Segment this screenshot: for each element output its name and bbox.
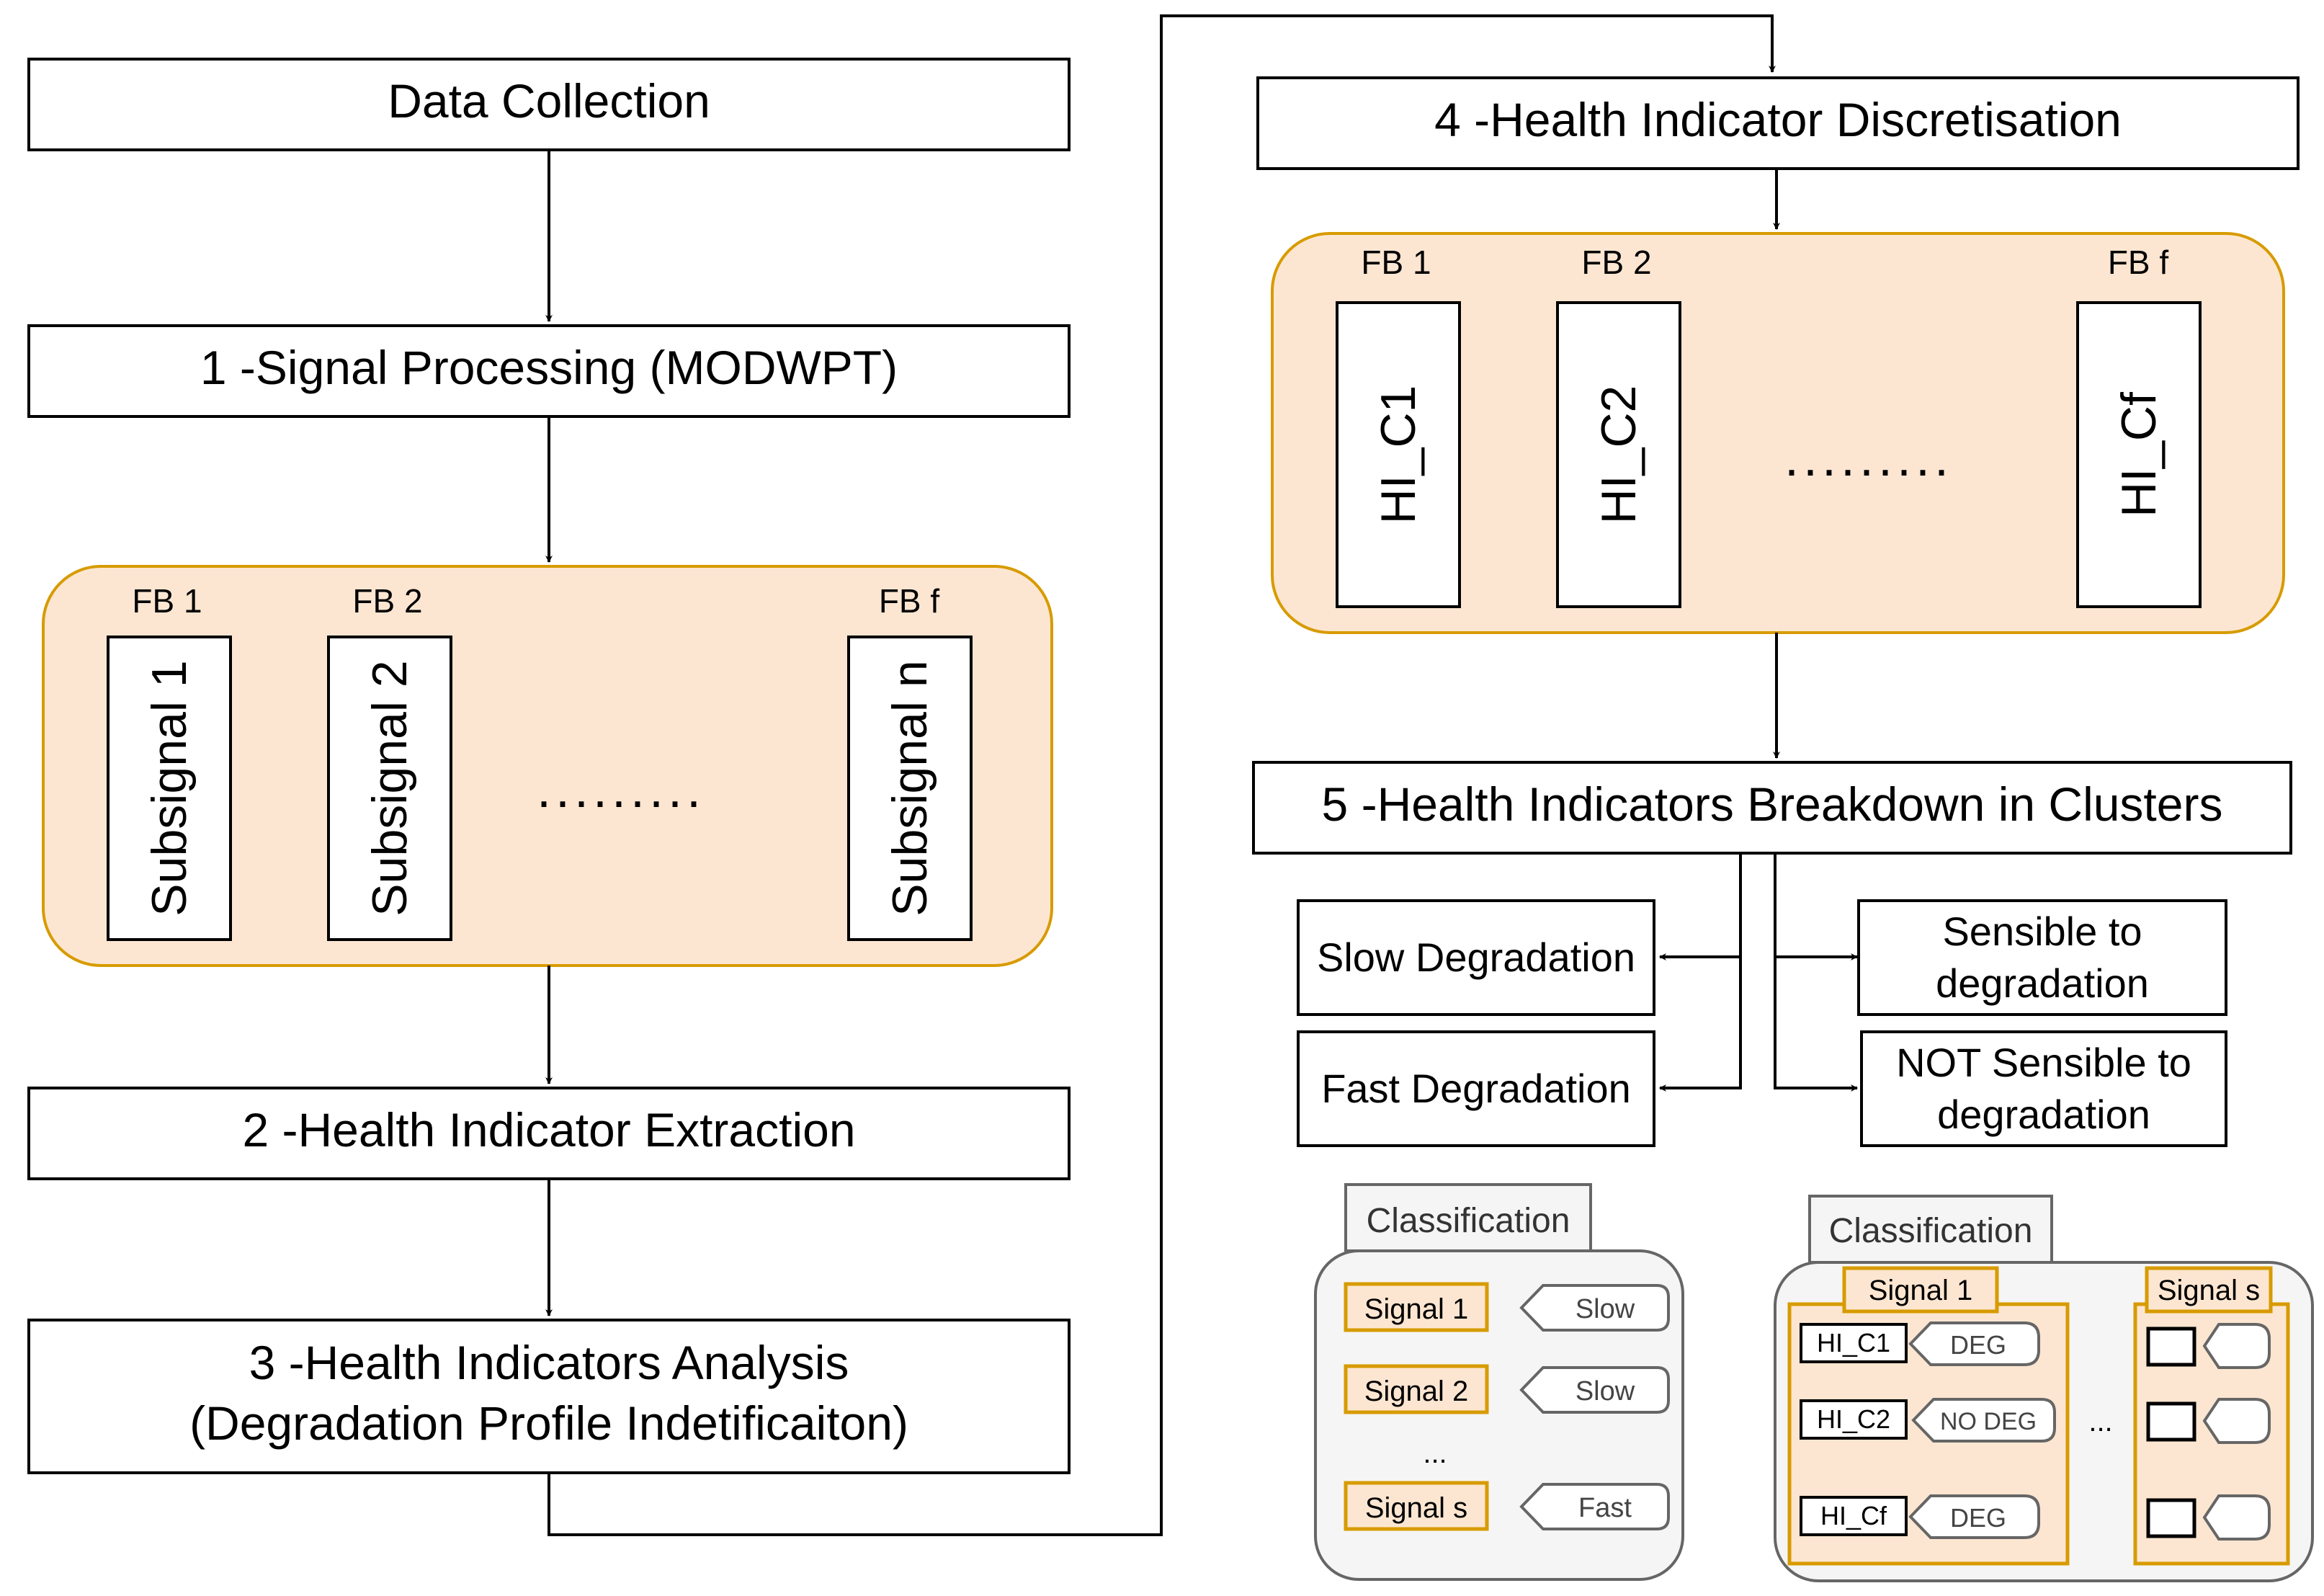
step-hi-analysis: 3 -Health Indicators Analysis (Degradati… — [27, 1319, 1071, 1474]
arrow-to-not-sensible — [1774, 853, 1858, 1092]
classification-signals-tab-label: Classification — [1367, 1202, 1570, 1240]
signal-1-tag-label: Slow — [1576, 1294, 1635, 1324]
hi-cf-chip-label: HI_Cf — [1820, 1501, 1887, 1530]
hi-s-empty-chip-2 — [2146, 1401, 2196, 1442]
step-hi-extraction: 2 -Health Indicator Extraction — [27, 1087, 1071, 1180]
cluster-slow-degradation: Slow Degradation — [1297, 899, 1655, 1016]
cluster-sensible: Sensible to degradation — [1857, 899, 2227, 1016]
signal-s-chip — [1344, 1481, 1489, 1531]
signals-ellipsis: ... — [1423, 1437, 1447, 1469]
hi-breakdown-label: 5 -Health Indicators Breakdown in Cluste… — [1322, 777, 2223, 831]
signal-1-tag — [1519, 1284, 1670, 1332]
subsignal-2-label: Subsignal 2 — [362, 660, 417, 916]
classification-hi-tab-label: Classification — [1829, 1212, 2033, 1250]
classification-hi-tab — [1808, 1195, 2053, 1264]
subsignal-2-box — [327, 636, 452, 941]
classification-hi-panel: Classification Signal 1 HI_C1 DEG HI_C2 … — [1774, 1195, 2314, 1582]
fast-degradation-label: Fast Degradation — [1321, 1066, 1631, 1111]
classification-signals-panel: Classification Signal 1 Slow Signal 2 Sl… — [1314, 1183, 1684, 1581]
subsignal-1-box — [107, 636, 232, 941]
hi-extraction-label: 2 -Health Indicator Extraction — [242, 1103, 855, 1156]
not-sensible-line2: degradation — [1937, 1092, 2150, 1137]
signal-2-tag-label: Slow — [1576, 1376, 1635, 1406]
signal-2-label: Signal 2 — [1364, 1376, 1469, 1407]
data-collection-label: Data Collection — [388, 74, 710, 128]
hi-c2-box — [1556, 301, 1681, 608]
hi-s-empty-chip-3 — [2146, 1498, 2196, 1538]
hi-cf-label: HI_Cf — [2111, 392, 2166, 517]
classification-signals-tab — [1344, 1183, 1592, 1252]
hi-signal-1-title: Signal 1 — [1869, 1275, 1973, 1306]
hi-fb-f-label: FB f — [2108, 244, 2169, 281]
hi-panel-ellipsis: ... — [2088, 1406, 2112, 1437]
hi-s-empty-tag-1 — [2202, 1323, 2271, 1369]
hi-cf-box — [2076, 301, 2202, 608]
signal-1-label: Signal 1 — [1364, 1293, 1469, 1325]
sensible-line1: Sensible to — [1942, 909, 2142, 954]
subsignal-fb-2-label: FB 2 — [352, 582, 422, 620]
hi-s-empty-tag-2 — [2202, 1398, 2271, 1444]
cluster-not-sensible: NOT Sensible to degradation — [1860, 1030, 2227, 1147]
subsignal-n-label: Subsignal n — [882, 660, 937, 916]
arrow-to-fast-degradation — [1659, 853, 1742, 1092]
slow-degradation-label: Slow Degradation — [1317, 935, 1635, 980]
signal-s-tag-label: Fast — [1578, 1493, 1632, 1523]
signal-2-tag — [1519, 1366, 1670, 1414]
signal-s-tag — [1519, 1483, 1670, 1530]
hi-fb-1-label: FB 1 — [1361, 244, 1431, 281]
hi-c1-chip-label: HI_C1 — [1817, 1328, 1890, 1358]
hi-c2-tag-label: NO DEG — [1940, 1408, 2037, 1435]
signal-s-label: Signal s — [1365, 1492, 1467, 1524]
step-hi-breakdown: 5 -Health Indicators Breakdown in Cluste… — [1252, 761, 2292, 855]
arrow-analysis-to-discretisation — [548, 14, 1776, 1536]
sensible-line2: degradation — [1936, 960, 2149, 1006]
hi-group: FB 1 FB 2 FB f HI_C1 HI_C2 ......... HI_… — [1271, 232, 2285, 634]
hi-signal-s-title-box — [2145, 1266, 2273, 1314]
hi-signal-1-title-box — [1842, 1266, 1999, 1314]
hi-analysis-line2: (Degradation Profile Indetificaiton) — [189, 1396, 908, 1450]
hi-c2-chip — [1800, 1399, 1908, 1440]
hi-analysis-line1: 3 -Health Indicators Analysis — [249, 1336, 849, 1389]
hi-c1-tag — [1908, 1321, 2040, 1366]
hi-c1-box — [1336, 301, 1461, 608]
subsignal-fb-1-label: FB 1 — [132, 582, 202, 620]
hi-c2-label: HI_C2 — [1591, 385, 1646, 525]
hi-discretisation-label: 4 -Health Indicator Discretisation — [1434, 93, 2122, 146]
signal-1-chip — [1344, 1282, 1489, 1332]
step-data-collection: Data Collection — [27, 58, 1071, 151]
hi-c1-tag-label: DEG — [1950, 1330, 2006, 1360]
hi-fb-2-label: FB 2 — [1581, 244, 1651, 281]
hi-c1-chip — [1800, 1323, 1908, 1363]
hi-cf-tag-label: DEG — [1950, 1503, 2006, 1533]
hi-c2-chip-label: HI_C2 — [1817, 1404, 1890, 1434]
hi-signal-s-title: Signal s — [2158, 1275, 2260, 1306]
hi-cf-chip — [1800, 1496, 1908, 1536]
not-sensible-line1: NOT Sensible to — [1896, 1040, 2191, 1085]
hi-ellipsis: ......... — [1784, 429, 1953, 487]
subsignal-ellipsis: ......... — [537, 761, 705, 819]
subsignal-1-label: Subsignal 1 — [142, 660, 197, 916]
subsignal-n-box — [847, 636, 973, 941]
step-hi-discretisation: 4 -Health Indicator Discretisation — [1256, 76, 2300, 170]
cluster-fast-degradation: Fast Degradation — [1297, 1030, 1655, 1147]
hi-cf-tag — [1908, 1494, 2040, 1539]
hi-c2-tag — [1911, 1398, 2056, 1443]
hi-c1-label: HI_C1 — [1371, 385, 1426, 525]
signal-2-chip — [1344, 1364, 1489, 1414]
hi-s-empty-tag-3 — [2202, 1494, 2271, 1541]
hi-s-empty-chip-1 — [2146, 1327, 2196, 1367]
subsignals-group: FB 1 FB 2 FB f Subsignal 1 Subsignal 2 .… — [42, 565, 1053, 967]
subsignal-fb-f-label: FB f — [879, 582, 940, 620]
signal-processing-label: 1 -Signal Processing (MODWPT) — [200, 341, 898, 394]
step-signal-processing: 1 -Signal Processing (MODWPT) — [27, 324, 1071, 418]
